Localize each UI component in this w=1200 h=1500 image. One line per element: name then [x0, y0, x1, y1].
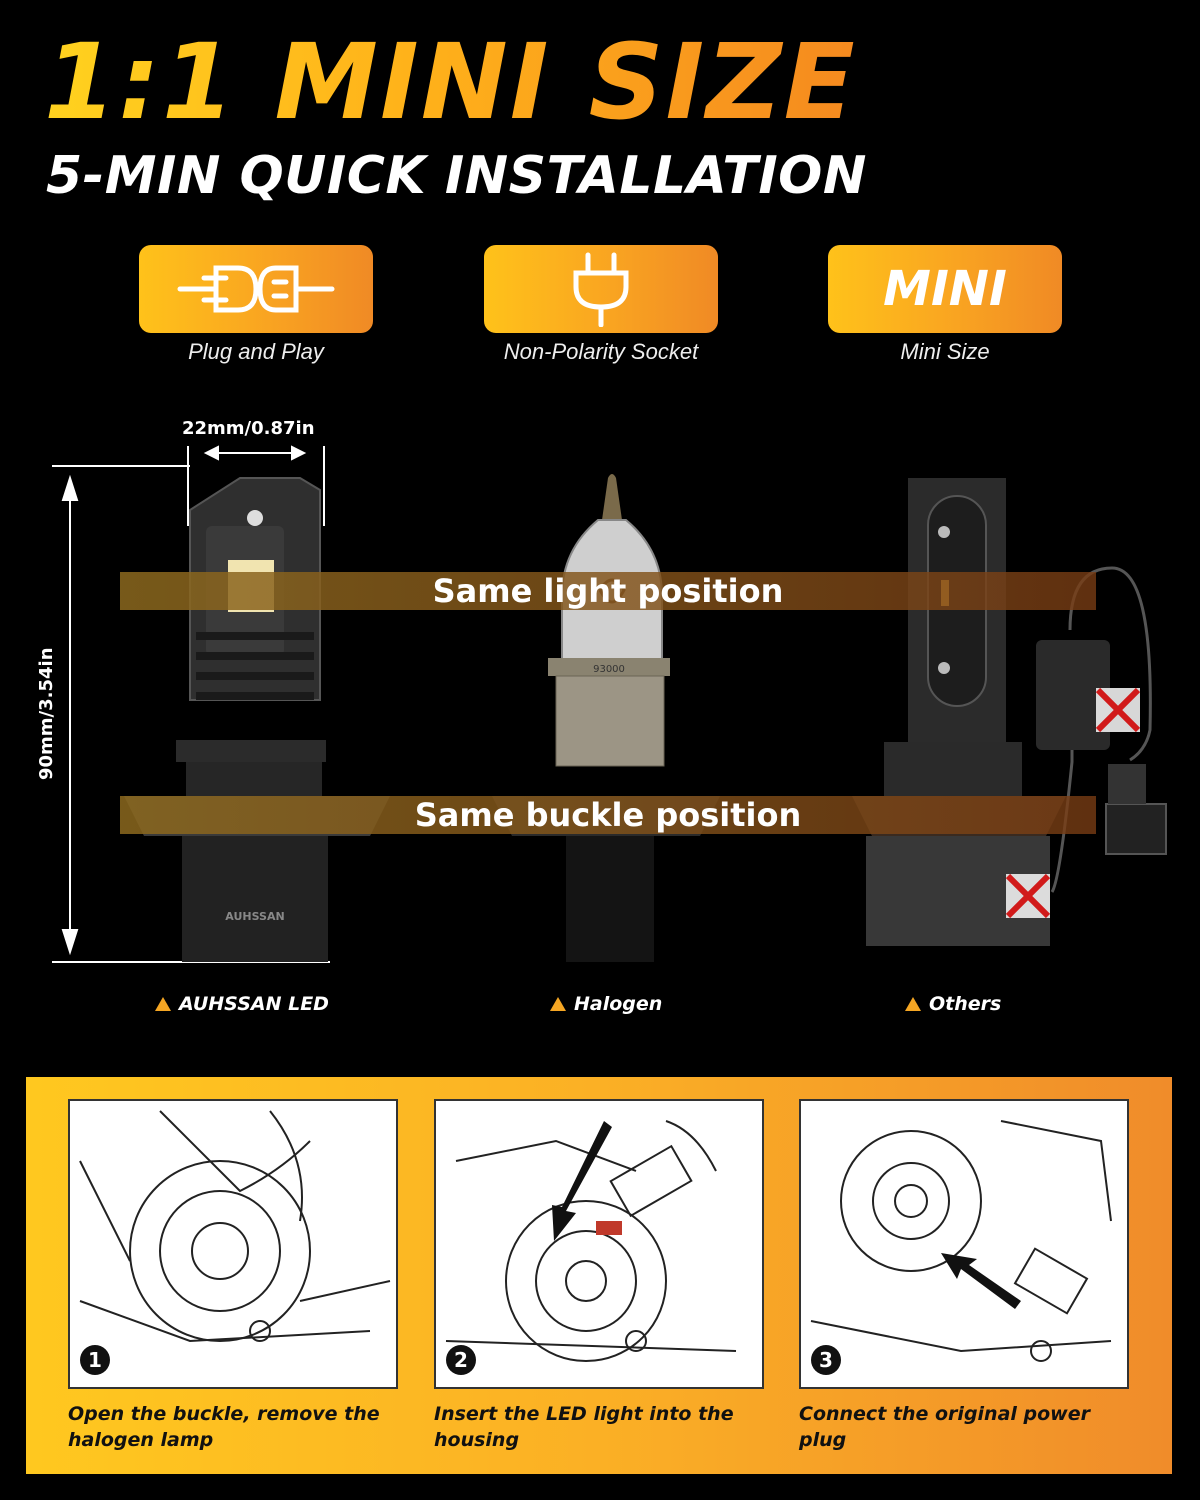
feature-label: Plug and Play: [188, 339, 324, 364]
subtitle: 5-MIN QUICK INSTALLATION: [46, 146, 867, 206]
brand-mark: AUHSSAN: [225, 910, 284, 923]
product-label-auhssan: AUHSSAN LED: [155, 993, 329, 1015]
product-label-halogen: Halogen: [550, 993, 662, 1015]
buckle-position-band: Same buckle position: [120, 796, 1096, 834]
product-name: Halogen: [574, 993, 663, 1015]
step-caption: Insert the LED light into the housing: [434, 1403, 734, 1451]
product-label-others: Others: [905, 993, 1001, 1015]
mini-badge-text: MINI: [883, 261, 1007, 317]
halogen-bulb: 93000: [492, 474, 720, 962]
feature-plug-and-play: Plug and Play: [139, 245, 373, 365]
x-mark-icon: [1095, 687, 1141, 733]
main-title: 1:1 MINI SIZE: [44, 21, 857, 143]
headlight-housing-illustration: [810, 1120, 1112, 1362]
auhssan-led-bulb: AUHSSAN: [124, 477, 390, 962]
product-name: Others: [929, 993, 1002, 1015]
step-illustration: 1: [68, 1099, 398, 1389]
headlight-housing-illustration: [445, 1120, 737, 1362]
headlight-housing-illustration: [79, 1110, 391, 1343]
step-number: 2: [446, 1345, 476, 1375]
step-illustration: 2: [434, 1099, 764, 1389]
feature-non-polarity: Non-Polarity Socket: [484, 245, 718, 365]
step-caption: Connect the original power plug: [799, 1403, 1090, 1451]
halogen-mark: 93000: [593, 664, 625, 675]
x-mark-icon: [1005, 873, 1051, 919]
step-number: 1: [80, 1345, 110, 1375]
step-illustration: 3: [799, 1099, 1129, 1389]
warning-triangle-icon: [905, 997, 921, 1011]
product-name: AUHSSAN LED: [179, 993, 329, 1015]
bulb-comparison: AUHSSAN 93000: [0, 400, 1200, 1040]
feature-mini-size: MINI Mini Size: [828, 245, 1062, 365]
step-3: 3 Connect the original power plug: [799, 1099, 1129, 1453]
step-1: 1 Open the buckle, remove the halogen la…: [68, 1099, 398, 1453]
warning-triangle-icon: [155, 997, 171, 1011]
width-dimension: 22mm/0.87in: [182, 418, 315, 439]
feature-label: Mini Size: [900, 339, 990, 364]
light-position-band: Same light position: [120, 572, 1096, 610]
height-dimension: 90mm/3.54in: [36, 647, 57, 780]
feature-badge: [139, 245, 373, 333]
warning-triangle-icon: [550, 997, 566, 1011]
comparison-graphic: AUHSSAN 93000: [52, 445, 1167, 963]
step-2: 2 Insert the LED light into the housing: [434, 1099, 764, 1453]
feature-label: Non-Polarity Socket: [503, 339, 699, 364]
installation-steps: 1 Open the buckle, remove the halogen la…: [26, 1077, 1172, 1474]
step-number: 3: [811, 1345, 841, 1375]
power-plug-icon: [573, 252, 629, 327]
step-caption: Open the buckle, remove the halogen lamp: [68, 1403, 380, 1451]
plug-socket-icon: [177, 265, 335, 313]
insert-arrow-icon: [552, 1121, 612, 1241]
feature-badge: MINI: [828, 245, 1062, 333]
feature-badge: [484, 245, 718, 333]
connect-arrow-icon: [941, 1253, 1021, 1309]
